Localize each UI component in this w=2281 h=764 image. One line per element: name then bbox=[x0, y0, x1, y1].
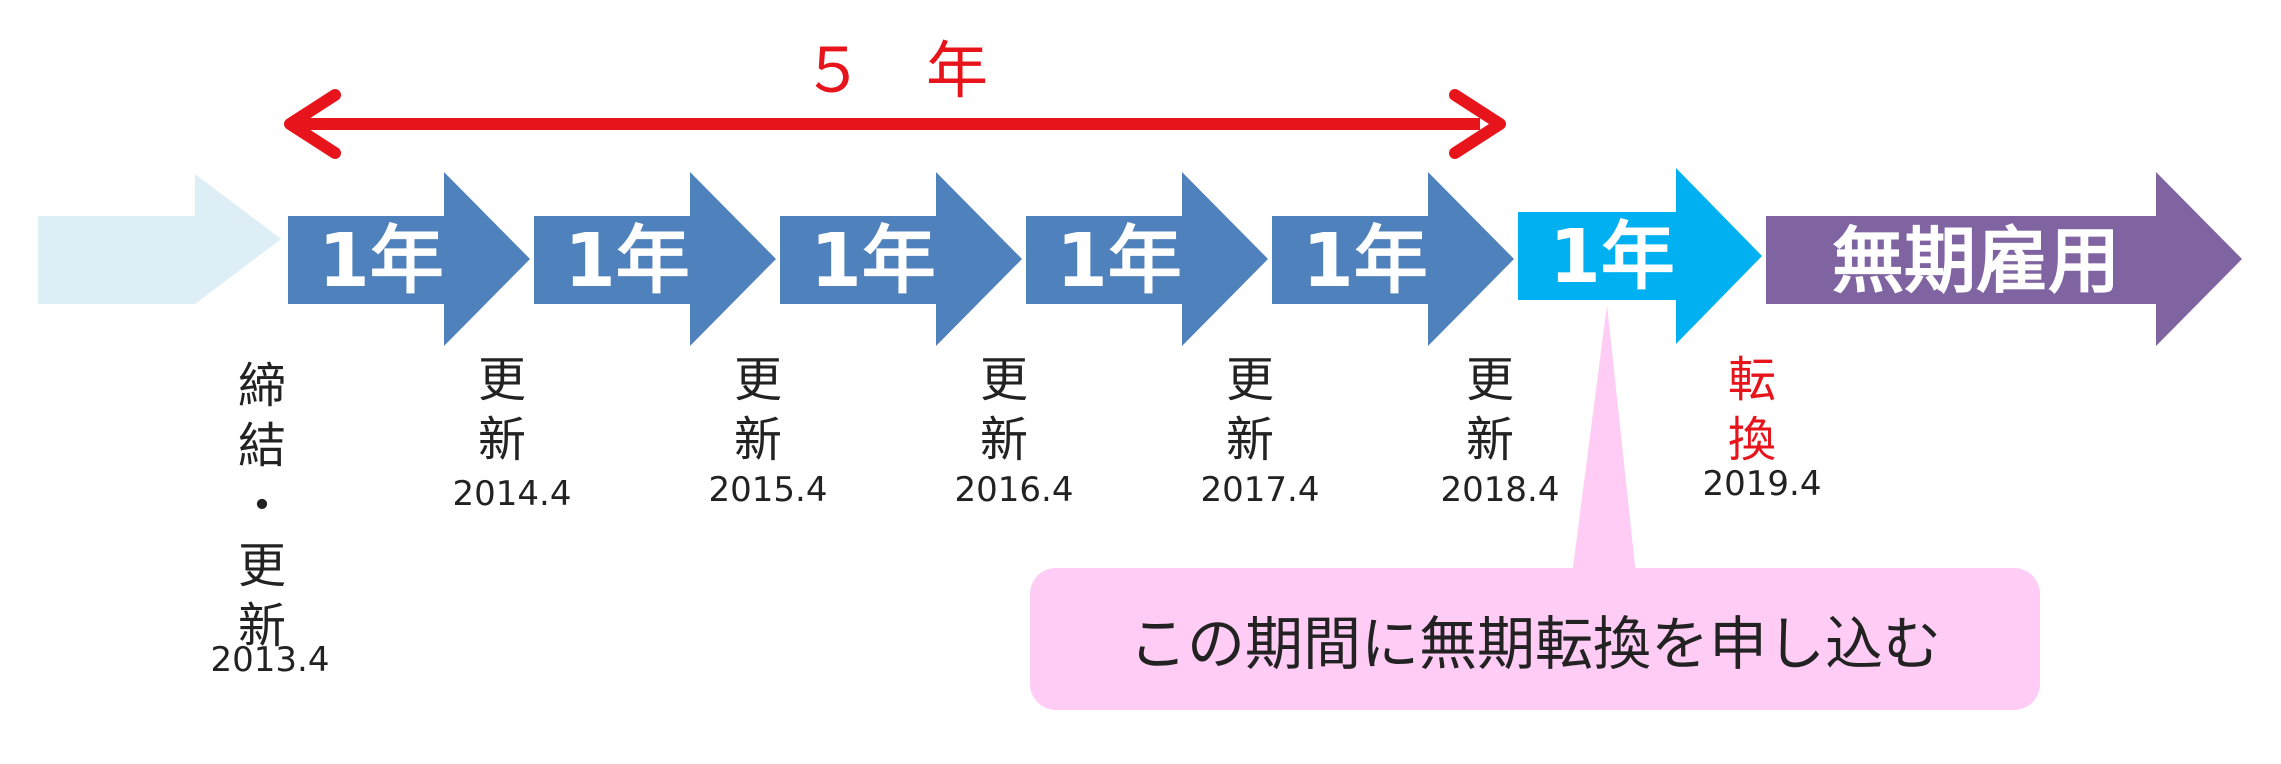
event-label-3: 更 新 bbox=[979, 352, 1028, 468]
event-date-4: 2017.4 bbox=[1200, 470, 1320, 510]
callout bbox=[1030, 305, 2040, 710]
arrow-indefinite: 無期雇用 bbox=[1766, 172, 2242, 346]
arrow-shape-1 bbox=[288, 172, 530, 346]
callout-box bbox=[1030, 568, 2040, 710]
event-label-5: 更 新 bbox=[1465, 352, 1514, 468]
five-year-span: ５ 年 bbox=[284, 34, 1506, 159]
arrow-year-4: 1年 bbox=[1026, 172, 1268, 346]
arrow-shape-0 bbox=[38, 174, 281, 304]
callout-text: この期間に無期転換を申し込む bbox=[1128, 610, 1941, 678]
arrow-year-2: 1年 bbox=[534, 172, 776, 346]
event-date-1: 2014.4 bbox=[452, 474, 572, 514]
arrow-prior bbox=[38, 174, 281, 304]
span-arrowhead-left bbox=[284, 89, 341, 159]
callout-pointer bbox=[1572, 305, 1636, 575]
event-date-5: 2018.4 bbox=[1440, 470, 1560, 510]
event-date-0: 2013.4 bbox=[210, 640, 330, 680]
arrow-label-6: 1年 bbox=[1549, 214, 1675, 300]
arrow-shape-6 bbox=[1518, 168, 1762, 344]
event-label-2: 更 新 bbox=[733, 352, 782, 468]
event-date-3: 2016.4 bbox=[954, 470, 1074, 510]
arrow-year-5: 1年 bbox=[1272, 172, 1514, 346]
arrow-year-3: 1年 bbox=[780, 172, 1022, 346]
arrow-year-1: 1年 bbox=[288, 172, 530, 346]
arrow-label-2: 1年 bbox=[564, 218, 690, 304]
arrow-shape-3 bbox=[780, 172, 1022, 346]
event-label-6: 転 換 bbox=[1727, 352, 1776, 468]
event-date-6: 2019.4 bbox=[1702, 464, 1822, 504]
event-label-0: 締 結 ・ 更 新 bbox=[237, 358, 286, 654]
arrow-year-6: 1年 bbox=[1518, 168, 1762, 344]
span-arrowhead-right bbox=[1449, 89, 1506, 159]
arrow-shape-5 bbox=[1272, 172, 1514, 346]
event-date-2: 2015.4 bbox=[708, 470, 828, 510]
arrow-label-5: 1年 bbox=[1302, 218, 1428, 304]
event-label-1: 更 新 bbox=[477, 352, 526, 468]
event-label-4: 更 新 bbox=[1225, 352, 1274, 468]
arrow-label-1: 1年 bbox=[318, 218, 444, 304]
arrow-row: 1年 1年 1年 1年 1年 1年 無期雇用 bbox=[38, 168, 2242, 346]
arrow-label-4: 1年 bbox=[1056, 218, 1182, 304]
arrow-shape-7 bbox=[1766, 172, 2242, 346]
arrow-label-7: 無期雇用 bbox=[1832, 219, 2120, 303]
arrow-shape-4 bbox=[1026, 172, 1268, 346]
arrow-shape-2 bbox=[534, 172, 776, 346]
span-label: ５ 年 bbox=[802, 34, 988, 107]
arrow-label-3: 1年 bbox=[810, 218, 936, 304]
